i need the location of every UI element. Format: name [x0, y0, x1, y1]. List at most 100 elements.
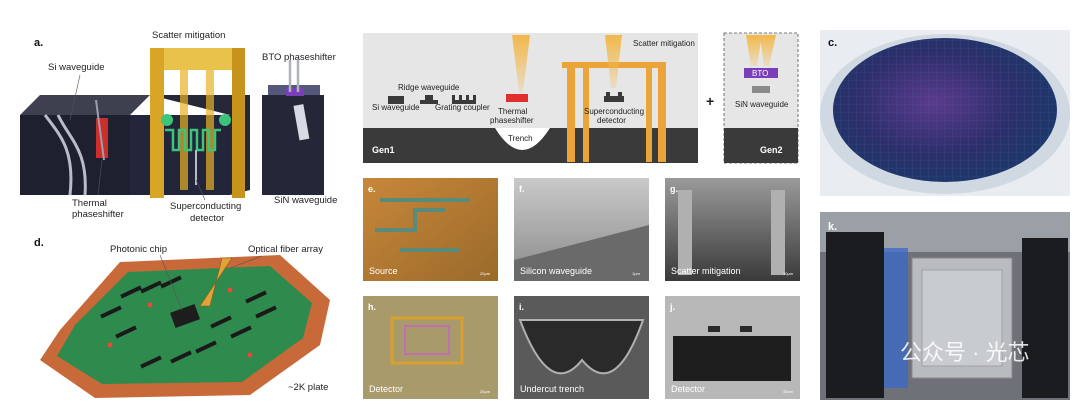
- photonic-chip: [170, 304, 200, 328]
- plus-sign: +: [706, 93, 714, 109]
- beam-gen2-2: [760, 35, 776, 66]
- scatter-post-3: [646, 62, 652, 162]
- label-phaseshifter-b: phaseshifter: [490, 116, 534, 125]
- label-thermal: Thermal: [72, 198, 107, 209]
- caption-e: Source: [369, 266, 398, 276]
- label-gen1: Gen1: [372, 145, 395, 155]
- label-fiber-array: Optical fiber array: [248, 244, 323, 255]
- ridge-top: [425, 95, 433, 101]
- ridge-base: [420, 100, 438, 104]
- heater-wire: [95, 99, 105, 161]
- label-photonic-chip: Photonic chip: [110, 244, 167, 255]
- si-waveguide-path: [43, 114, 73, 196]
- gen2-substrate: [724, 128, 798, 163]
- scale-f: 1µm: [632, 271, 641, 276]
- substrate-top: [20, 95, 150, 115]
- label-superconducting: Superconducting: [170, 201, 241, 212]
- panel-k-tag: k.: [828, 221, 837, 233]
- micrograph-g: g. Scatter mitigation 10µm: [665, 178, 800, 281]
- substrate-front: [20, 115, 130, 195]
- panel-d: d. Photonic chip Optical fiber array ~2K: [34, 237, 330, 398]
- micrograph-f: f. Silicon waveguide 1µm: [514, 178, 649, 281]
- tag-h: h.: [368, 302, 376, 312]
- micrograph-e: e. Source 20µm: [363, 178, 498, 281]
- label-thermal-b: Thermal: [498, 107, 528, 116]
- caption-i: Undercut trench: [520, 384, 584, 394]
- scale-g: 10µm: [783, 271, 794, 276]
- micrograph-j: j. Detector 40nm: [665, 296, 800, 399]
- scatter-post-4: [658, 62, 666, 162]
- pcb-traces: [100, 275, 277, 369]
- leader-chip: [159, 254, 183, 311]
- panel-c-tag: c.: [828, 37, 837, 49]
- beam-detector: [605, 35, 622, 88]
- tag-g: g.: [670, 184, 678, 194]
- bto-layer: [286, 88, 304, 96]
- sin-block-b: [752, 86, 770, 93]
- sin-waveguide: [293, 104, 310, 141]
- scale-h: 20µm: [480, 389, 491, 394]
- label-scatter-mitigation-b: Scatter mitigation: [633, 39, 695, 48]
- scatter-frame-left: [150, 48, 164, 198]
- micrograph-i: i. Undercut trench: [514, 296, 649, 399]
- panel-k: k. 公众号 · 光芯: [820, 212, 1070, 400]
- rack-right: [1022, 238, 1068, 398]
- si-waveguide-path-2: [56, 114, 87, 196]
- caption-j: Detector: [671, 384, 705, 394]
- leader-detector: [195, 179, 206, 201]
- scale-j: 40nm: [783, 389, 794, 394]
- label-2k-plate: ~2K plate: [288, 382, 328, 393]
- label-grating-coupler: Grating coupler: [435, 103, 490, 112]
- mount-holes: [107, 287, 253, 358]
- scatter-post-1: [567, 62, 575, 162]
- label-sin-waveguide: SiN waveguide: [274, 195, 337, 206]
- beam-thermal: [512, 35, 530, 92]
- beam-gen2: [746, 35, 762, 66]
- detector-pad: [161, 114, 173, 126]
- watermark: 公众号 · 光芯: [900, 340, 1030, 365]
- label-bto-phaseshifter: BTO phaseshifter: [262, 52, 336, 63]
- si-waveguide-block: [388, 96, 404, 104]
- rack-left: [826, 232, 884, 398]
- panel-c: c.: [820, 30, 1070, 196]
- grating-coupler: [452, 95, 476, 104]
- panel-d-tag: d.: [34, 237, 44, 249]
- bto-block: [744, 68, 778, 78]
- label-ridge-waveguide: Ridge waveguide: [398, 83, 460, 92]
- label-si-waveguide-b: Si waveguide: [372, 103, 420, 112]
- optical-fiber-array: [199, 257, 233, 307]
- panel-a: a. Scatter mitigation Si waveguide: [20, 30, 337, 224]
- trench: [495, 128, 550, 150]
- detector-meander: [165, 128, 221, 152]
- label-gen2: Gen2: [760, 145, 783, 155]
- scatter-frame-right: [232, 48, 245, 198]
- sin-block: [262, 95, 324, 195]
- wafer-dies: [833, 38, 1057, 182]
- tag-e: e.: [368, 184, 376, 194]
- tag-i: i.: [519, 302, 524, 312]
- label-si-waveguide: Si waveguide: [48, 62, 105, 73]
- panel-b: b. Ridge waveguide Si waveguide Gratin: [363, 32, 799, 164]
- panel-a-tag: a.: [34, 37, 43, 49]
- scale-e: 20µm: [480, 271, 491, 276]
- label-detector: detector: [190, 213, 224, 224]
- caption-g: Scatter mitigation: [671, 266, 741, 276]
- leader-thermal: [97, 159, 103, 196]
- label-bto: BTO: [752, 69, 768, 78]
- tag-f: f.: [519, 184, 525, 194]
- label-detector-b: detector: [597, 116, 626, 125]
- label-trench: Trench: [508, 134, 533, 143]
- tag-j: j.: [669, 302, 675, 312]
- leader-fiber: [229, 255, 263, 269]
- thermal-phaseshifter-block: [506, 94, 528, 102]
- label-superconducting-b: Superconducting: [584, 107, 644, 116]
- scatter-post-2: [583, 62, 589, 162]
- cables: [884, 248, 908, 388]
- scatter-frame-top: [150, 48, 245, 70]
- leader-si: [69, 74, 81, 121]
- caption-h: Detector: [369, 384, 403, 394]
- label-sin-waveguide-b: SiN waveguide: [735, 100, 789, 109]
- micrograph-h: h. Detector 20µm: [363, 296, 498, 399]
- caption-f: Silicon waveguide: [520, 266, 592, 276]
